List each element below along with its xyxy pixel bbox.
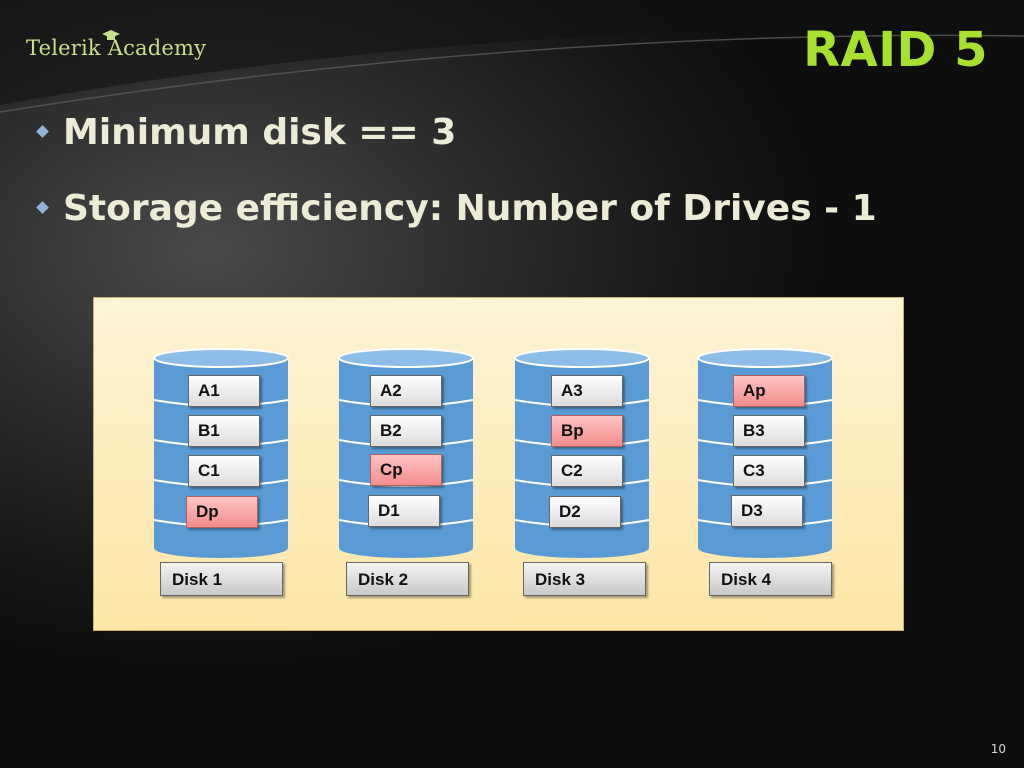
- data-block: D3: [731, 495, 803, 527]
- data-block: B1: [188, 415, 260, 447]
- data-block: A1: [188, 375, 260, 407]
- disk-label: Disk 1: [160, 562, 283, 596]
- telerik-academy-logo: Telerik Academy: [26, 30, 207, 60]
- data-block: C3: [733, 455, 805, 487]
- parity-block: Cp: [370, 454, 442, 486]
- data-block: A3: [551, 375, 623, 407]
- graduation-cap-icon: [102, 30, 120, 40]
- disk-cylinder: A2 B2 Cp D1: [338, 348, 474, 560]
- header-swoosh: [0, 0, 1024, 113]
- bullet-text: Minimum disk == 3: [63, 112, 457, 153]
- disk-cylinder: A3 Bp C2 D2: [514, 348, 650, 560]
- disk-label: Disk 4: [709, 562, 832, 596]
- cylinder-icon: [338, 348, 474, 558]
- slide-title: RAID 5: [803, 22, 988, 78]
- raid5-diagram: A1 B1 C1 Dp Disk 1 A2 B2 Cp D1 Disk 2: [93, 297, 904, 631]
- disk-cylinder: A1 B1 C1 Dp: [153, 348, 289, 560]
- data-block: A2: [370, 375, 442, 407]
- disk-label: Disk 3: [523, 562, 646, 596]
- bullet-text: Storage efficiency: Number of Drives - 1: [63, 188, 877, 229]
- data-block: D1: [368, 495, 440, 527]
- data-block: C1: [188, 455, 260, 487]
- diamond-bullet-icon: [36, 125, 49, 138]
- disk-cylinder: Ap B3 C3 D3: [697, 348, 833, 560]
- parity-block: Bp: [551, 415, 623, 447]
- data-block: C2: [551, 455, 623, 487]
- parity-block: Dp: [186, 496, 258, 528]
- data-block: B2: [370, 415, 442, 447]
- page-number: 10: [990, 742, 1006, 756]
- data-block: D2: [549, 496, 621, 528]
- diamond-bullet-icon: [36, 201, 49, 214]
- parity-block: Ap: [733, 375, 805, 407]
- disk-label: Disk 2: [346, 562, 469, 596]
- bullet-item: Storage efficiency: Number of Drives - 1: [36, 188, 877, 229]
- data-block: B3: [733, 415, 805, 447]
- bullet-item: Minimum disk == 3: [36, 112, 457, 153]
- logo-text: Telerik Academy: [26, 36, 207, 60]
